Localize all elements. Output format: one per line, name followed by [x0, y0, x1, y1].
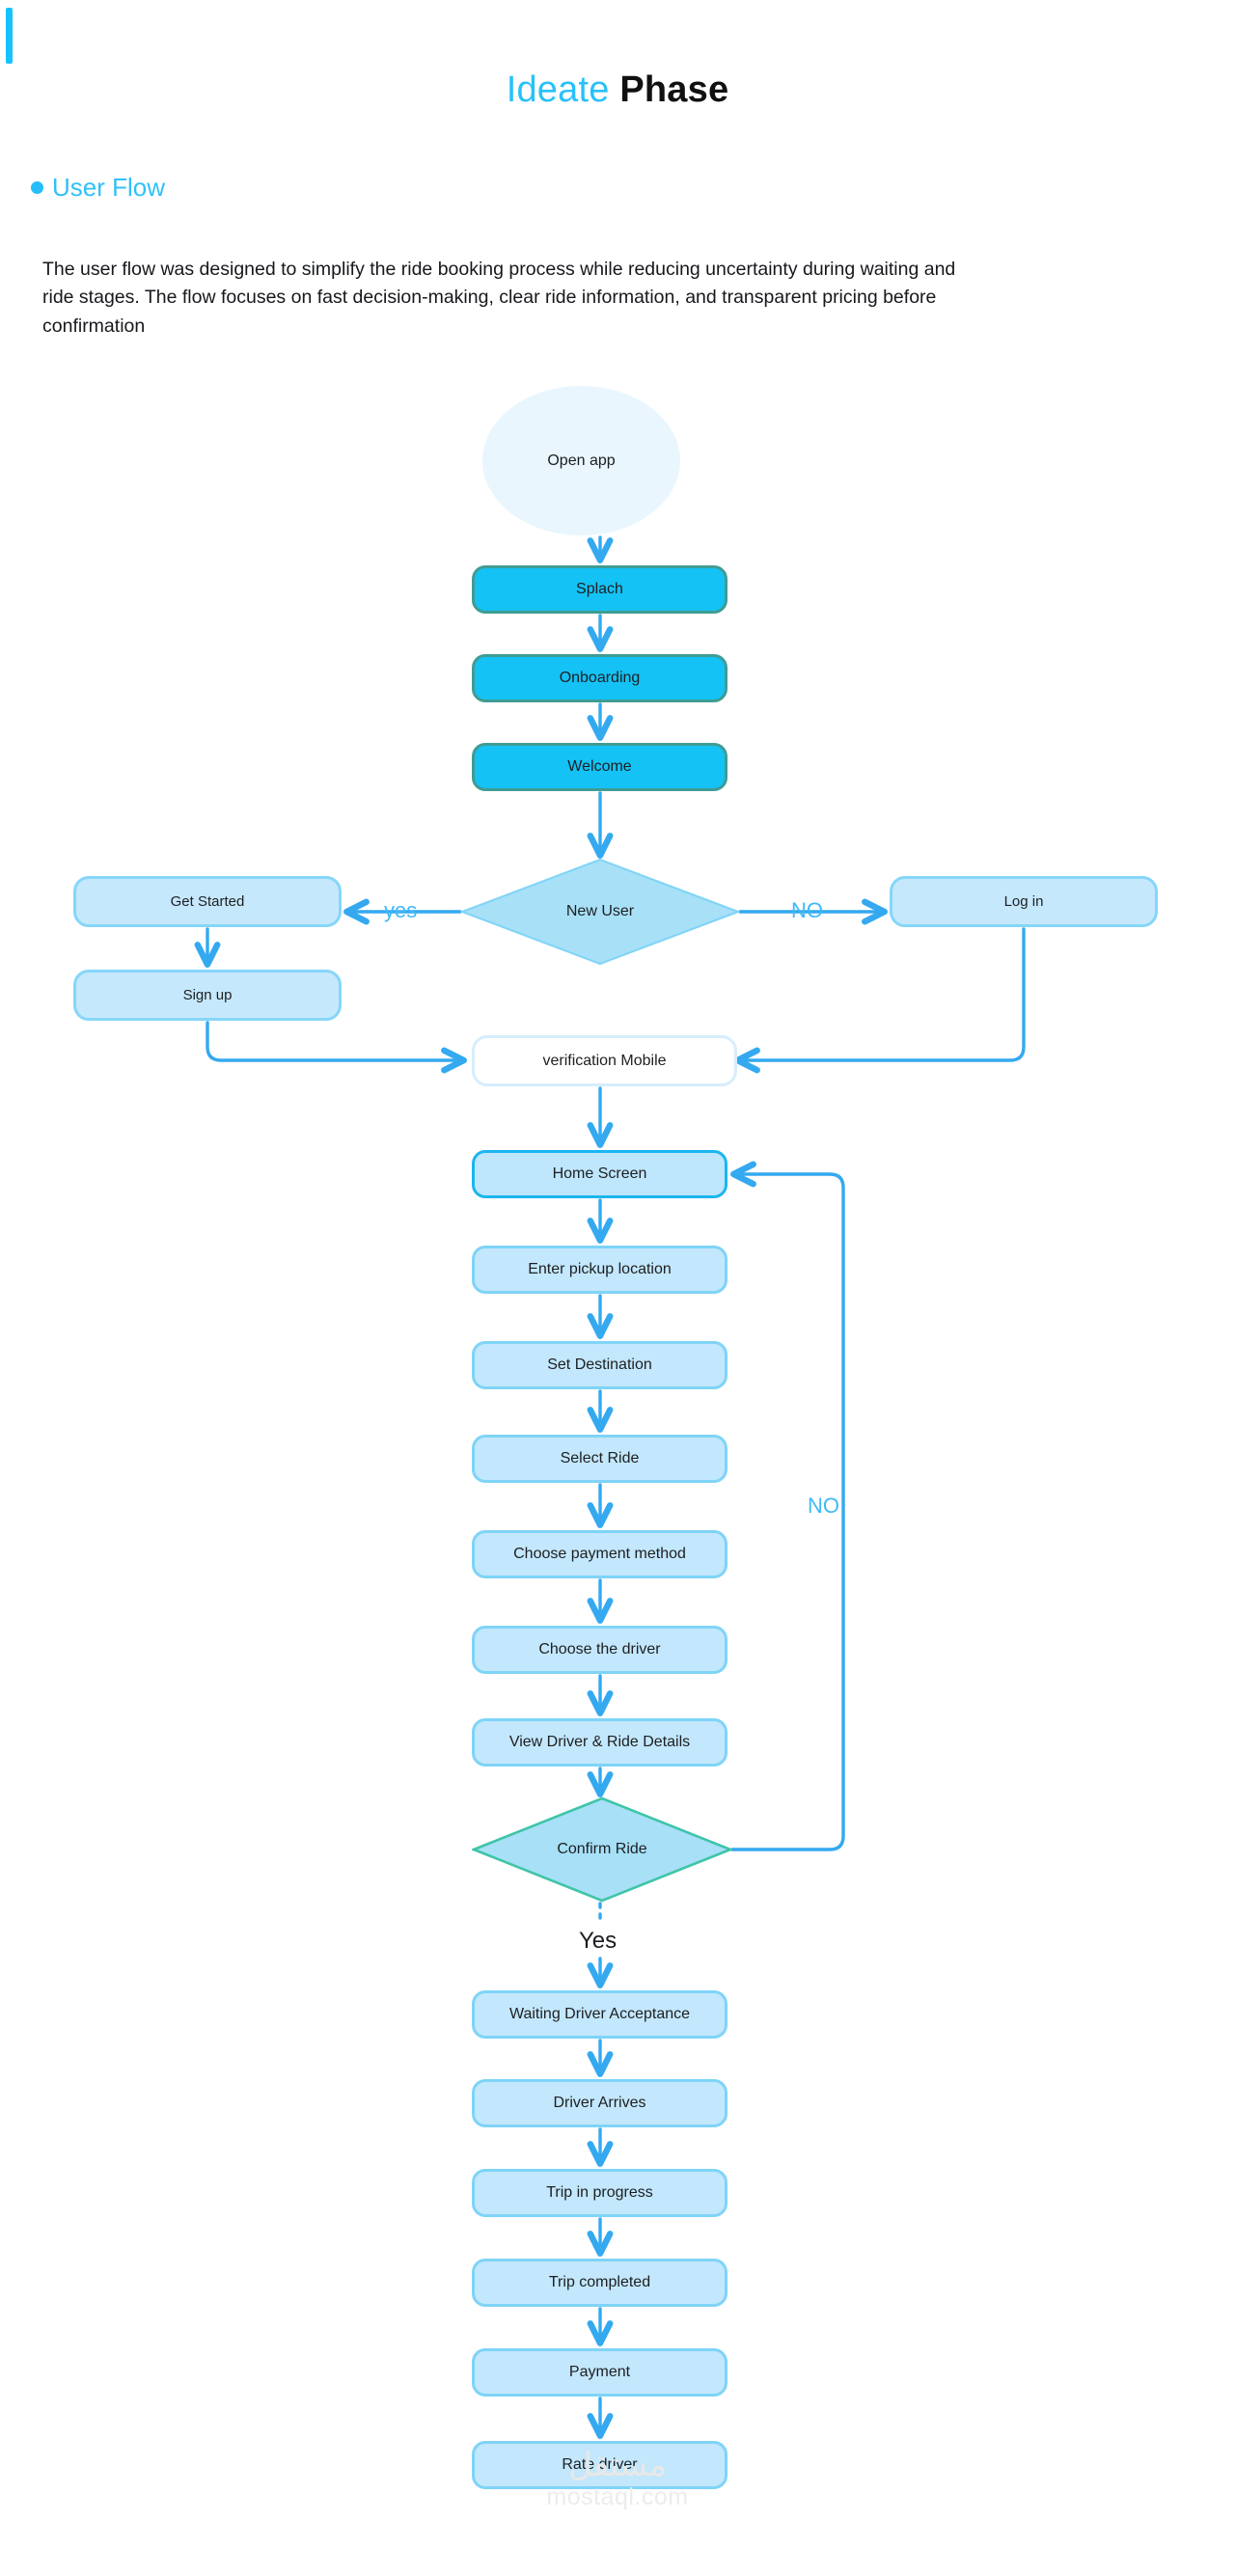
flow-node-view-driver-ride-details[interactable]: View Driver & Ride Details: [472, 1718, 727, 1767]
diamond-shape-icon: [472, 1796, 732, 1903]
section-heading: User Flow: [31, 175, 165, 200]
flow-node-waiting-driver-acceptance[interactable]: Waiting Driver Acceptance: [472, 1990, 727, 2039]
flow-node-payment[interactable]: Payment: [472, 2348, 727, 2397]
edge-label-yes-branch: yes: [384, 898, 418, 922]
flow-node-driver-arrives[interactable]: Driver Arrives: [472, 2079, 727, 2127]
flow-node-label: Driver Arrives: [553, 2095, 646, 2112]
flow-node-sign-up[interactable]: Sign up: [73, 970, 342, 1021]
section-description: The user flow was designed to simplify t…: [42, 258, 956, 337]
flow-node-label: Onboarding: [559, 670, 641, 687]
edge-label-yes-confirm: Yes: [579, 1928, 618, 1954]
flow-node-label: Set Destination: [547, 1357, 652, 1374]
bullet-dot-icon: [31, 180, 43, 194]
flow-node-set-destination[interactable]: Set Destination: [472, 1341, 727, 1389]
flow-node-label: Welcome: [567, 758, 632, 776]
flow-node-label: Trip completed: [548, 2274, 651, 2291]
flow-node-label: Select Ride: [560, 1450, 640, 1467]
flow-node-trip-completed[interactable]: Trip completed: [472, 2259, 727, 2307]
flow-node-verification-mobile[interactable]: verification Mobile: [472, 1035, 737, 1086]
flow-node-label: Waiting Driver Acceptance: [508, 2006, 691, 2023]
flow-node-label: Choose the driver: [538, 1641, 661, 1658]
page-title-accent: Ideate: [506, 69, 610, 110]
flow-node-get-started[interactable]: Get Started: [73, 876, 342, 927]
flow-node-label: Enter pickup location: [528, 1261, 672, 1278]
flow-node-new-user[interactable]: New User: [460, 858, 740, 966]
flow-node-label: Rate driver: [562, 2456, 638, 2474]
flow-node-splach[interactable]: Splach: [472, 565, 727, 614]
accent-bar: [6, 8, 13, 64]
flow-node-welcome[interactable]: Welcome: [472, 743, 727, 791]
flow-node-choose-the-driver[interactable]: Choose the driver: [472, 1626, 727, 1674]
flow-node-open-app[interactable]: Open app: [482, 386, 680, 535]
flow-node-trip-in-progress[interactable]: Trip in progress: [472, 2169, 727, 2217]
flow-node-label: Log in: [1003, 892, 1044, 910]
flow-node-choose-payment-method[interactable]: Choose payment method: [472, 1530, 727, 1578]
flow-node-label: View Driver & Ride Details: [508, 1734, 691, 1751]
flow-node-rate-driver[interactable]: Rate driver: [472, 2441, 727, 2489]
page-title-plain: Phase: [619, 69, 729, 110]
flow-node-label: Get Started: [170, 892, 245, 910]
edge-label-no-loop: NO: [808, 1494, 839, 1518]
section-heading-label: User Flow: [52, 173, 166, 202]
flow-node-home-screen[interactable]: Home Screen: [472, 1150, 727, 1198]
flow-node-label: Choose payment method: [513, 1546, 686, 1563]
flow-node-label: Home Screen: [552, 1165, 647, 1183]
diamond-shape-icon: [460, 858, 740, 966]
flow-node-label: Sign up: [182, 986, 233, 1003]
page-title: Ideate Phase: [0, 69, 1235, 111]
flow-node-confirm-ride[interactable]: Confirm Ride: [472, 1796, 732, 1903]
flow-node-log-in[interactable]: Log in: [890, 876, 1158, 927]
flow-node-label: verification Mobile: [542, 1052, 667, 1069]
edge-label-no-branch: NO: [791, 898, 823, 922]
flow-node-enter-pickup-location[interactable]: Enter pickup location: [472, 1246, 727, 1294]
flow-node-onboarding[interactable]: Onboarding: [472, 654, 727, 702]
flow-node-label: Trip in progress: [546, 2184, 653, 2202]
flow-node-select-ride[interactable]: Select Ride: [472, 1435, 727, 1483]
flow-node-label: Payment: [568, 2364, 631, 2381]
flow-node-label: Open app: [547, 452, 616, 469]
flow-node-label: Splach: [576, 581, 623, 598]
